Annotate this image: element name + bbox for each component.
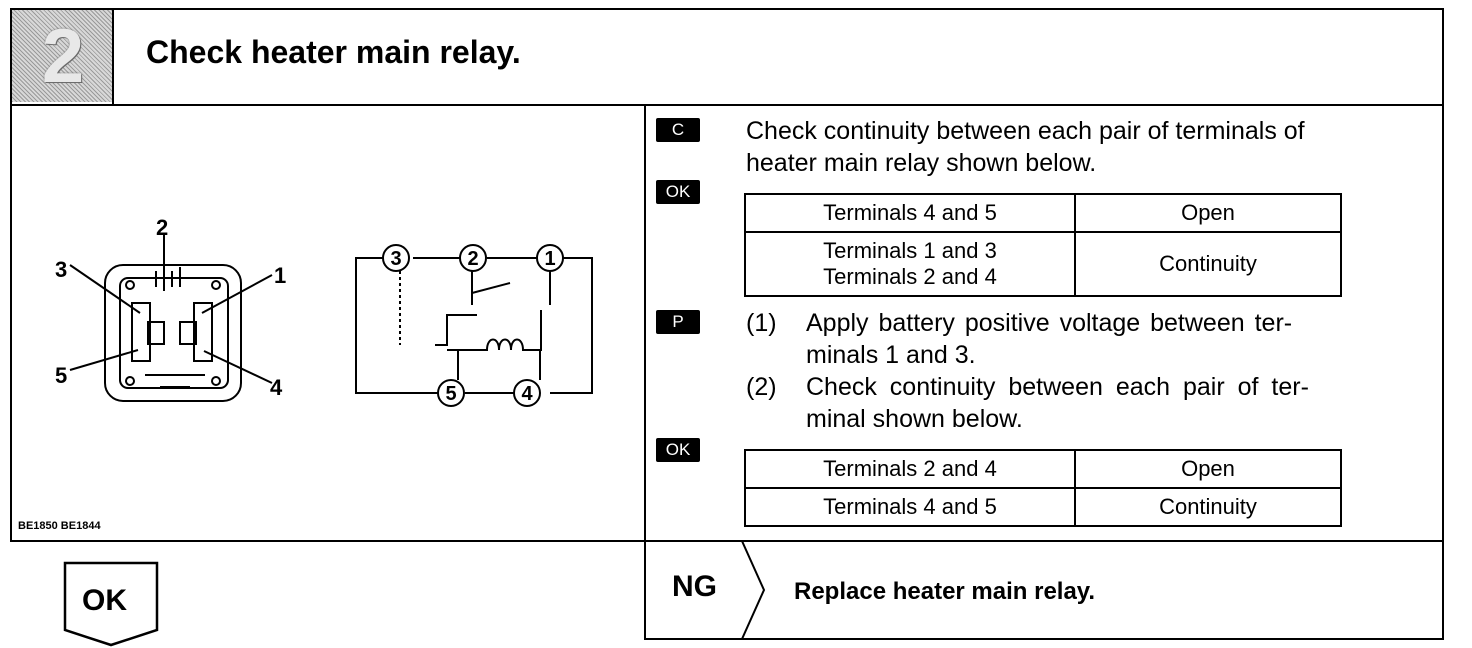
check-results-table: Terminals 4 and 5 Open Terminals 1 and 3… <box>744 193 1342 297</box>
ok-branch-label: OK <box>82 584 127 617</box>
procedure-ok-tag: OK <box>656 438 700 462</box>
step-number: 2 <box>41 13 84 99</box>
ng-branch-action: Replace heater main relay. <box>794 578 1096 605</box>
step-number-badge: 2 <box>12 10 112 102</box>
table-cell-line: Terminals 2 and 4 <box>823 264 997 289</box>
connector-terminal-3: 3 <box>55 257 67 282</box>
table-cell-result: Continuity <box>1074 231 1342 297</box>
ok-branch-arrow-box <box>63 561 159 647</box>
procedure-results-table: Terminals 2 and 4 Open Terminals 4 and 5… <box>744 449 1342 527</box>
check-ok-tag: OK <box>656 180 700 204</box>
schematic-terminal-2: 2 <box>467 248 478 270</box>
schematic-terminal-3: 3 <box>390 248 401 270</box>
relay-figure: 2 3 1 5 4 3 2 1 5 4 <box>55 215 593 407</box>
ng-branch-label: NG <box>672 570 717 603</box>
schematic-terminal-5: 5 <box>445 383 456 405</box>
ng-branch-frame <box>644 540 1444 640</box>
relay-schematic <box>355 257 593 394</box>
table-cell-terminals: Terminals 1 and 3 Terminals 2 and 4 <box>744 231 1076 297</box>
relay-connector-drawing <box>104 264 242 402</box>
check-tag: C <box>656 118 700 142</box>
table-cell-result: Continuity <box>1074 487 1342 527</box>
badge-divider <box>112 8 114 106</box>
table-cell-terminals: Terminals 4 and 5 <box>744 193 1076 233</box>
procedure-step-1-line1: Apply battery positive voltage between t… <box>806 309 1293 337</box>
table-cell-terminals: Terminals 2 and 4 <box>744 449 1076 489</box>
schematic-terminal-4: 4 <box>521 383 533 405</box>
table-row: Terminals 2 and 4 Open <box>744 449 1342 489</box>
step-title: Check heater main relay. <box>146 34 521 70</box>
check-text-line1: Check continuity between each pair of te… <box>746 117 1305 145</box>
connector-terminal-4: 4 <box>270 375 283 400</box>
table-row: Terminals 1 and 3 Terminals 2 and 4 Cont… <box>744 231 1342 297</box>
procedure-step-2-line2: minal shown below. <box>806 405 1023 433</box>
table-cell-result: Open <box>1074 449 1342 489</box>
procedure-step-1-num: (1) <box>746 309 777 337</box>
table-cell-terminals: Terminals 4 and 5 <box>744 487 1076 527</box>
connector-terminal-1: 1 <box>274 263 286 288</box>
table-row: Terminals 4 and 5 Continuity <box>744 487 1342 527</box>
table-cell-result: Open <box>1074 193 1342 233</box>
table-cell-line: Terminals 1 and 3 <box>823 238 997 263</box>
check-text-line2: heater main relay shown below. <box>746 149 1097 177</box>
connector-terminal-2: 2 <box>156 215 168 240</box>
schematic-terminal-1: 1 <box>544 248 555 270</box>
connector-terminal-5: 5 <box>55 363 67 388</box>
procedure-step-1-line2: minals 1 and 3. <box>806 341 976 369</box>
figure-code: BE1850 BE1844 <box>18 520 101 532</box>
procedure-tag: P <box>656 310 700 334</box>
procedure-step-2-line1: Check continuity between each pair of te… <box>806 373 1309 401</box>
procedure-step-2-num: (2) <box>746 373 777 401</box>
ng-branch-chevron <box>741 541 766 639</box>
table-row: Terminals 4 and 5 Open <box>744 193 1342 233</box>
